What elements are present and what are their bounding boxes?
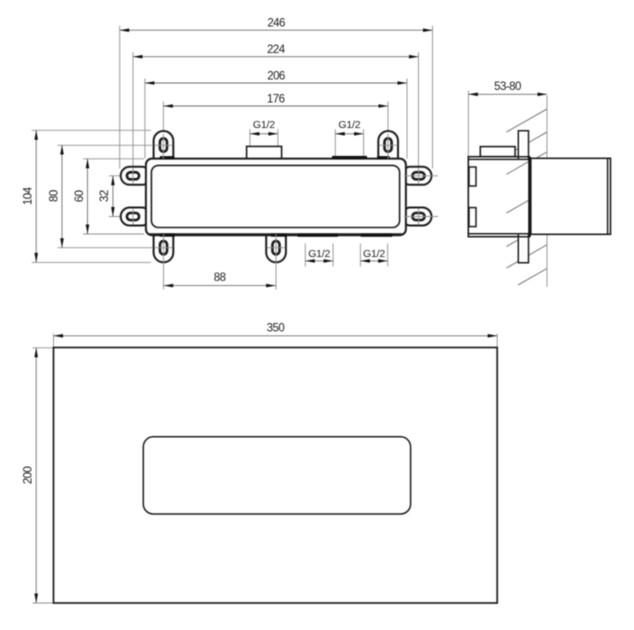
svg-text:176: 176	[267, 93, 285, 105]
svg-text:53-80: 53-80	[494, 81, 521, 93]
svg-text:88: 88	[214, 272, 226, 284]
svg-text:246: 246	[267, 18, 285, 30]
svg-text:G1/2: G1/2	[363, 248, 385, 260]
svg-text:60: 60	[74, 190, 86, 202]
svg-text:G1/2: G1/2	[253, 119, 275, 131]
svg-text:32: 32	[99, 190, 111, 202]
svg-text:G1/2: G1/2	[338, 119, 360, 131]
svg-text:104: 104	[23, 186, 35, 205]
svg-text:200: 200	[23, 466, 35, 484]
svg-text:350: 350	[267, 322, 285, 334]
svg-text:80: 80	[48, 190, 60, 202]
svg-text:G1/2: G1/2	[308, 248, 330, 260]
svg-text:206: 206	[267, 70, 285, 82]
svg-text:224: 224	[267, 44, 286, 56]
